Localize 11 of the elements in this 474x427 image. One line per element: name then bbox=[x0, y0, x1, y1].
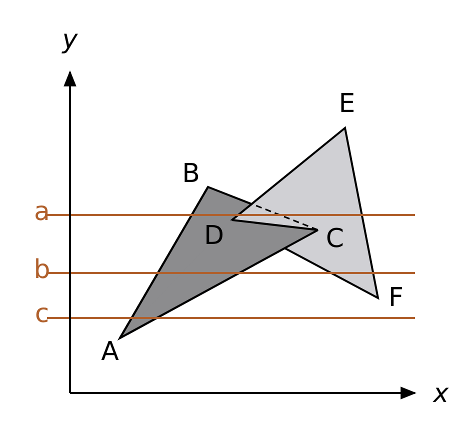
vertex-label: A bbox=[101, 339, 119, 365]
vertex-label: E bbox=[338, 91, 356, 117]
vertex-label: C bbox=[326, 226, 344, 252]
vertex-label: B bbox=[182, 161, 200, 187]
line-label: b bbox=[34, 257, 50, 283]
axis-label: y bbox=[62, 27, 78, 53]
vertex-label: F bbox=[388, 285, 404, 311]
line-label: a bbox=[34, 199, 50, 225]
line-label: c bbox=[34, 301, 50, 327]
vertex-label: D bbox=[204, 223, 224, 249]
axis-label: x bbox=[433, 381, 449, 407]
